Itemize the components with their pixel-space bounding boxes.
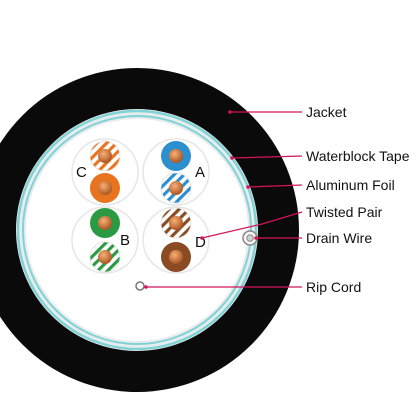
leader-waterblock-tape bbox=[231, 155, 303, 159]
leader-dot-jacket bbox=[228, 110, 232, 114]
pair-label-c: C bbox=[76, 164, 87, 181]
leader-aluminum-foil bbox=[247, 184, 303, 188]
leader-dot-rip-cord bbox=[144, 285, 148, 289]
pair-label-d: D bbox=[195, 234, 206, 251]
label-aluminum-foil: Aluminum Foil bbox=[306, 177, 395, 193]
aluminum-foil-inner-ring bbox=[22, 115, 252, 345]
leader-dot-twisted-pair bbox=[200, 236, 204, 240]
rip-cord bbox=[135, 281, 145, 291]
leader-twisted-pair bbox=[201, 211, 303, 239]
twisted-pair-b bbox=[71, 206, 139, 274]
leader-dot-aluminum-foil bbox=[246, 185, 250, 189]
pair-label-a: A bbox=[195, 164, 205, 181]
label-waterblock-tape: Waterblock Tape bbox=[306, 148, 410, 164]
pair-label-b: B bbox=[120, 232, 130, 249]
leader-dot-drain-wire bbox=[254, 236, 258, 240]
twisted-pair-d bbox=[142, 206, 210, 274]
leader-dot-waterblock-tape bbox=[230, 156, 234, 160]
aluminum-foil-outer-ring bbox=[16, 109, 258, 351]
label-rip-cord: Rip Cord bbox=[306, 279, 361, 295]
label-drain-wire: Drain Wire bbox=[306, 230, 372, 246]
drain-wire-core bbox=[246, 234, 254, 242]
twisted-pair-a bbox=[142, 138, 210, 206]
label-jacket: Jacket bbox=[306, 104, 347, 120]
twisted-pair-c bbox=[71, 138, 139, 206]
label-twisted-pair: Twisted Pair bbox=[306, 204, 383, 220]
